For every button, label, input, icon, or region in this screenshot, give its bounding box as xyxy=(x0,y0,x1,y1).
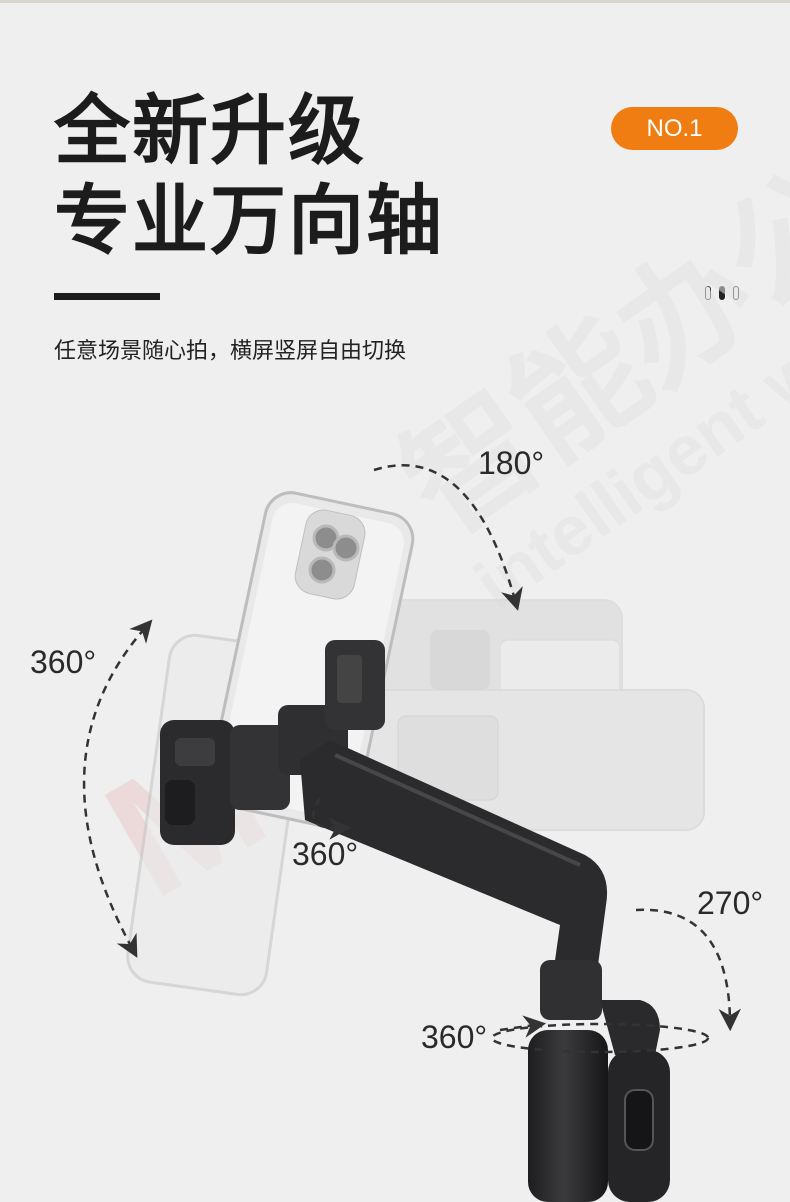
feature-subtitle: 任意场景随心拍，横屏竖屏自由切换 xyxy=(54,339,407,364)
rotation-label-middle: 360° xyxy=(292,836,359,872)
top-edge-strip xyxy=(0,0,790,3)
carousel-dot-2-active[interactable] xyxy=(719,286,725,300)
carousel-dot-3[interactable] xyxy=(733,286,739,300)
carousel-dot-1[interactable] xyxy=(705,286,711,300)
rotation-label-left: 360° xyxy=(30,644,97,680)
headline-line-1: 全新升级 xyxy=(54,86,366,175)
phone-clamp xyxy=(160,640,385,845)
rotation-label-top: 180° xyxy=(478,445,545,481)
rank-badge: NO.1 xyxy=(611,107,738,150)
rotation-label-right: 270° xyxy=(697,885,764,921)
selfie-stick-pole xyxy=(528,1030,670,1202)
headline-line-2: 专业万向轴 xyxy=(54,176,444,265)
carousel-indicator[interactable] xyxy=(705,286,743,300)
rotation-arrows xyxy=(82,464,742,1054)
title-underline xyxy=(54,293,160,300)
rotation-label-bottom: 360° xyxy=(421,1019,488,1055)
gimbal-arm xyxy=(300,740,660,1055)
